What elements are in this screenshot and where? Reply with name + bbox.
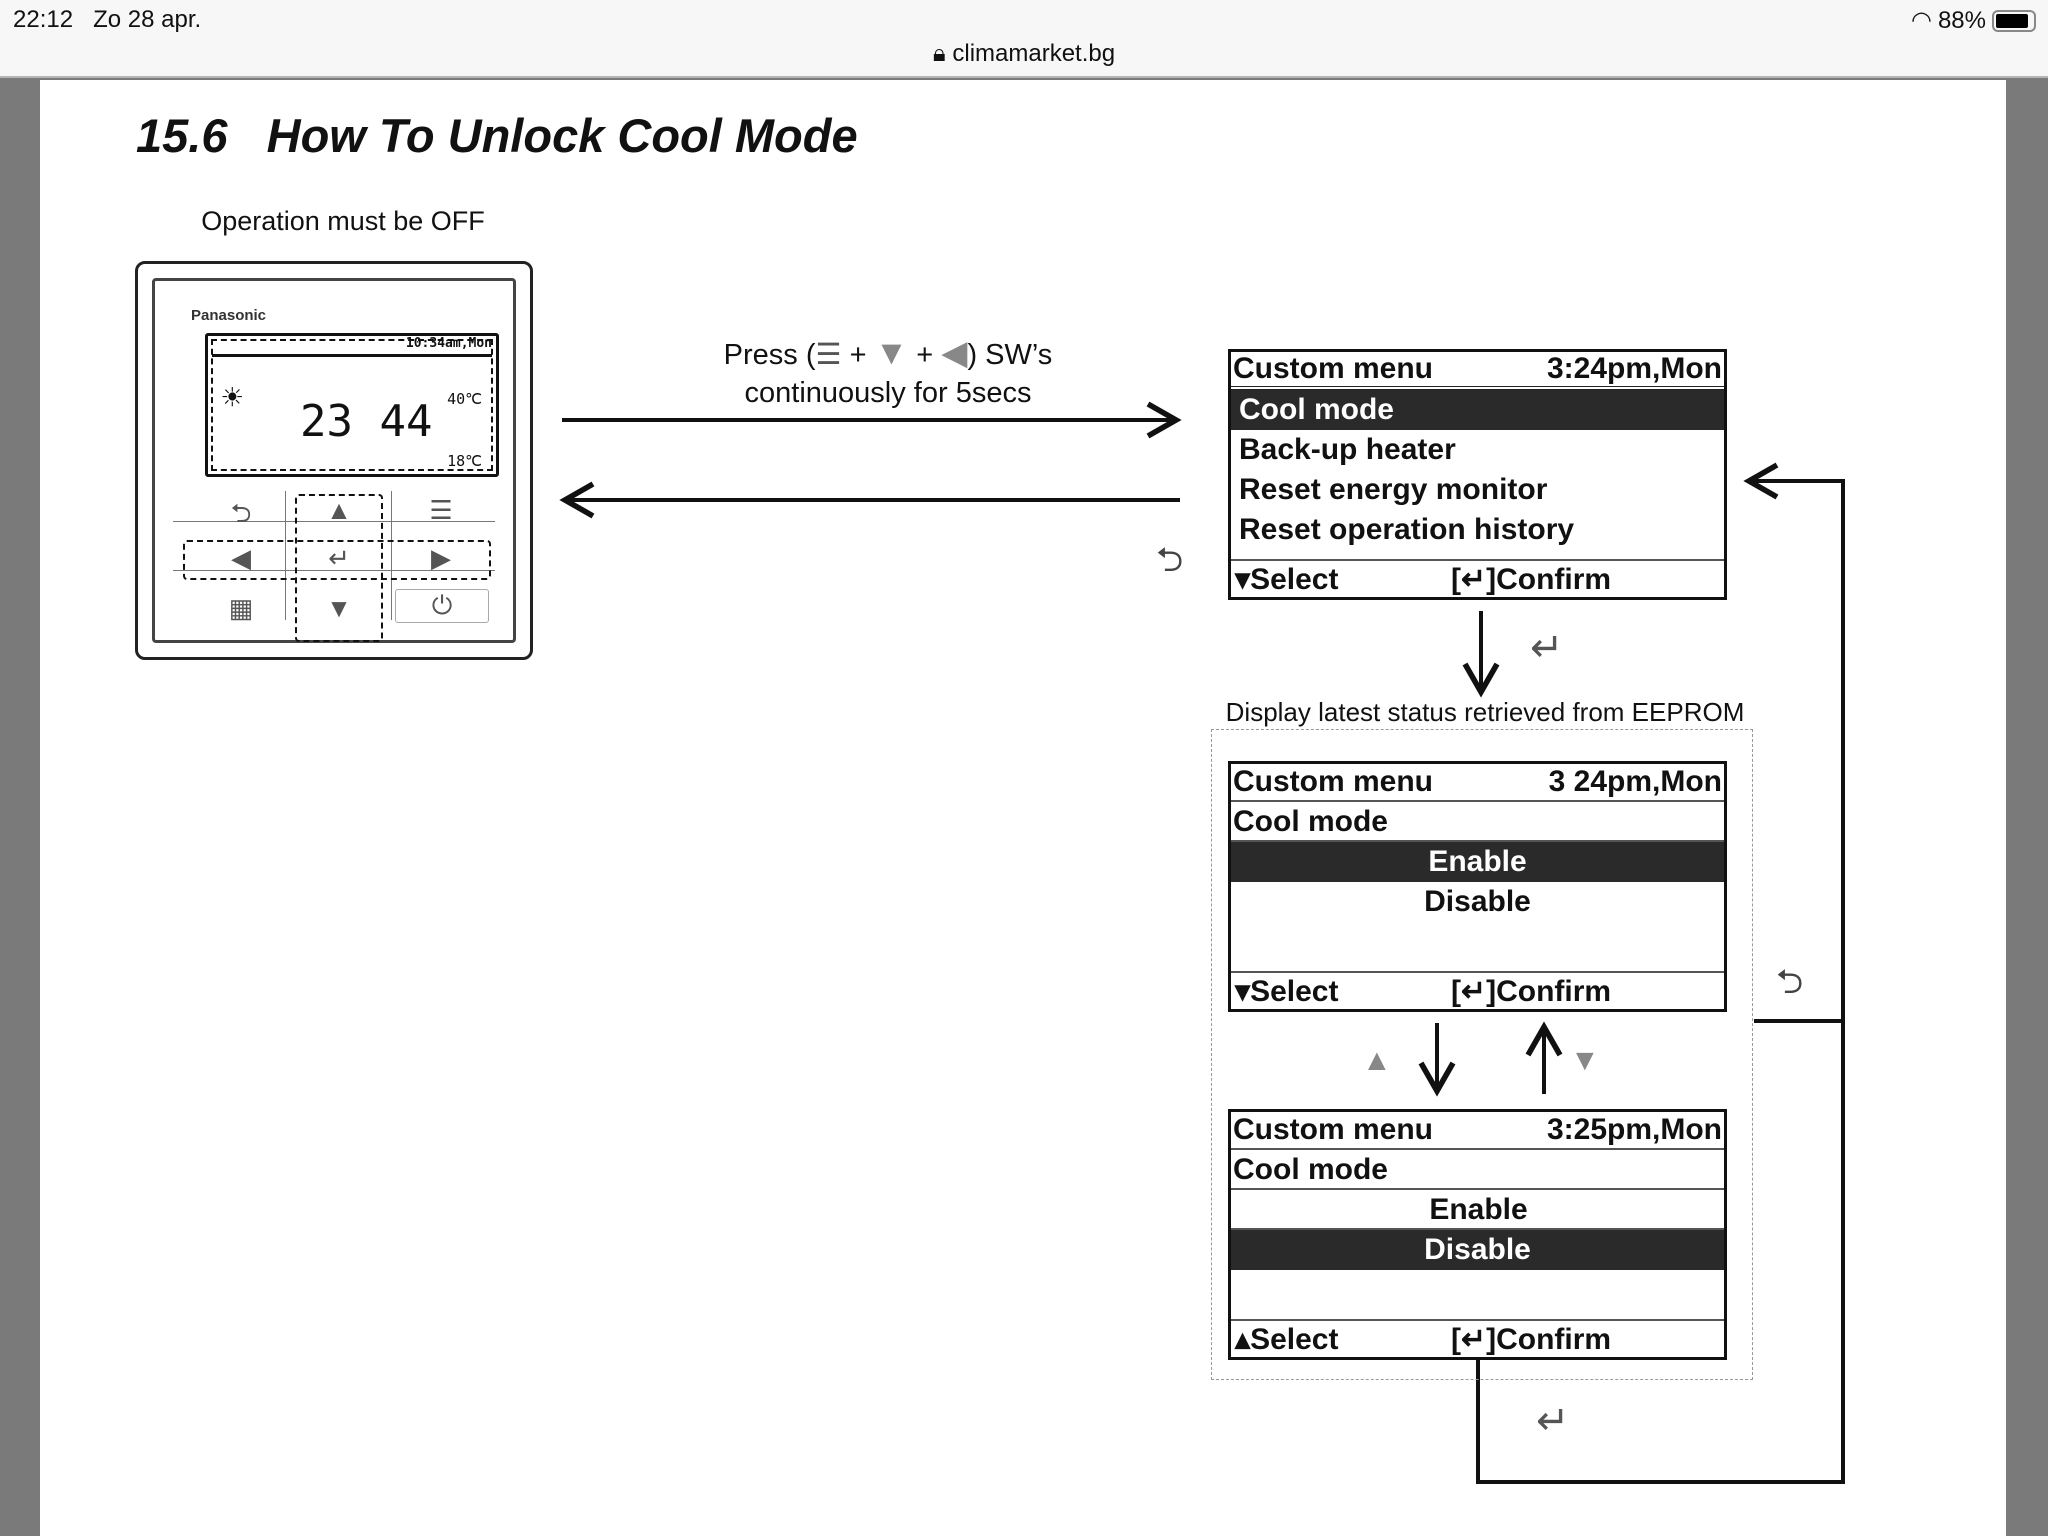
option-disable[interactable]: Disable — [1231, 1230, 1724, 1270]
timer-grid-icon: ▦ — [228, 593, 254, 623]
eeprom-group — [1211, 729, 1753, 1380]
wifi-icon: ◠ — [1911, 7, 1932, 34]
lcd-display: 10:34am,Mon ☀ 23 44 40℃ 18℃ — [205, 333, 499, 477]
option-disable[interactable]: Disable — [1424, 885, 1531, 918]
menu-icon: ☰ — [429, 495, 453, 525]
menu-item-cool-mode[interactable]: Cool mode — [1231, 390, 1724, 430]
enter-icon: ↵ — [1530, 626, 1564, 670]
status-bar: 22:12 Zo 28 apr. 🔒︎ climamarket.bg ◠88% — [0, 0, 2048, 78]
down-triangle-icon: ▼ — [1570, 1044, 1600, 1077]
eeprom-note: Display latest status retrieved from EEP… — [1225, 697, 1745, 727]
back-icon: ⮌ — [1776, 963, 1804, 1001]
back-icon: ⮌ — [1156, 541, 1184, 579]
instruction-text: Press (☰ + ▼ + ◀) SW’s continuously for … — [723, 334, 1053, 409]
down-button-icon: ▼ — [326, 593, 352, 623]
sun-icon: ☀ — [222, 378, 243, 418]
lock-icon: 🔒︎ — [932, 40, 946, 67]
power-icon: ⏻ — [395, 589, 489, 623]
down-triangle-icon: ▼ — [874, 334, 909, 372]
enter-icon: ↵ — [1536, 1399, 1570, 1443]
battery-icon — [1992, 9, 2036, 32]
back-icon: ⮌ — [230, 498, 252, 528]
up-triangle-icon: ▲ — [1362, 1044, 1392, 1077]
menu-item-reset-energy[interactable]: Reset energy monitor — [1239, 473, 1548, 506]
menu-icon: ☰ — [815, 339, 842, 371]
operation-note: Operation must be OFF — [201, 206, 485, 236]
menu-item-backup-heater[interactable]: Back-up heater — [1239, 433, 1456, 466]
return-loop — [1476, 462, 1845, 1484]
option-enable[interactable]: Enable — [1231, 842, 1724, 882]
right-button-icon: ▶ — [431, 543, 451, 573]
up-button-icon: ▲ — [326, 495, 352, 525]
option-enable[interactable]: Enable — [1231, 1190, 1724, 1230]
left-button-icon: ◀ — [231, 543, 251, 573]
section-title: 15.6 How To Unlock Cool Mode — [136, 109, 858, 162]
enter-icon: ↵ — [328, 543, 350, 573]
remote-controller-illustration: Panasonic 10:34am,Mon ☀ 23 44 40℃ 18℃ ⮌ … — [135, 261, 533, 660]
clock: 22:12 Zo 28 apr. — [13, 6, 202, 33]
brand-logo: Panasonic — [191, 307, 267, 324]
address-bar[interactable]: 🔒︎ climamarket.bg — [932, 40, 1116, 67]
battery-status: ◠88% — [1911, 6, 2036, 35]
menu-item-reset-history[interactable]: Reset operation history — [1239, 513, 1575, 546]
left-triangle-icon: ◀ — [941, 334, 968, 372]
